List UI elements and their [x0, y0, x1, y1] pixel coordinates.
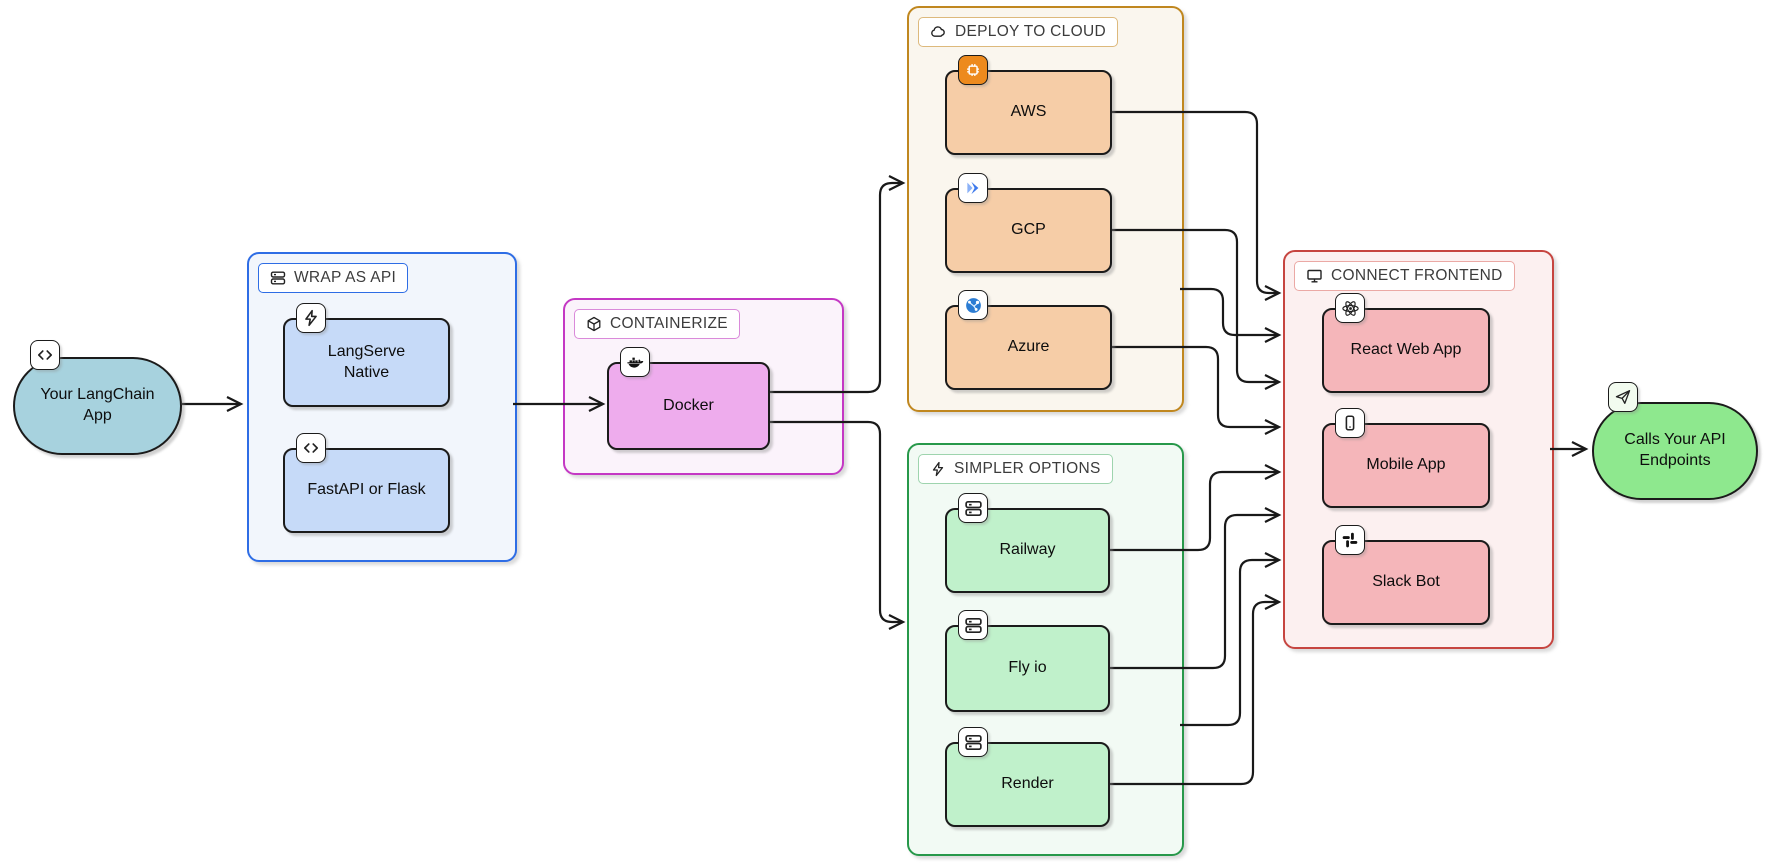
group-connect-frontend-header: CONNECT FRONTEND	[1294, 261, 1515, 291]
slack-icon	[1342, 532, 1358, 548]
server-icon	[270, 271, 286, 285]
node-fastapi-or-flask-label: FastAPI or Flask	[307, 481, 426, 499]
node-calls-your-api-endpoints: Calls Your API Endpoints	[1592, 402, 1758, 500]
node-your-langchain-app: Your LangChain App	[13, 357, 182, 455]
server-icon	[964, 500, 982, 516]
badge-your-langchain-app	[30, 340, 60, 370]
node-your-langchain-app-label: Your LangChain App	[40, 386, 155, 424]
node-fly-io-label: Fly io	[1008, 659, 1047, 677]
node-aws-label: AWS	[1010, 103, 1047, 121]
react-icon	[1341, 300, 1359, 316]
phone-icon	[1345, 415, 1355, 431]
node-azure-label: Azure	[1007, 338, 1050, 356]
group-wrap-as-api-label: WRAP AS API	[294, 269, 397, 286]
aws-icon	[967, 64, 979, 76]
badge-railway	[958, 493, 988, 523]
node-langserve-native-label: LangServe Native	[327, 342, 406, 381]
badge-react-web-app	[1335, 293, 1365, 323]
node-slack-bot-label: Slack Bot	[1372, 573, 1440, 591]
group-containerize-header: CONTAINERIZE	[574, 309, 740, 339]
group-deploy-to-cloud-header: DEPLOY TO CLOUD	[918, 17, 1118, 47]
group-simpler-options-header: SIMPLER OPTIONS	[918, 454, 1113, 484]
node-react-web-app-label: React Web App	[1350, 341, 1462, 359]
cube-icon	[587, 316, 601, 332]
server-icon	[964, 734, 982, 750]
badge-slack-bot	[1335, 525, 1365, 555]
node-gcp-label: GCP	[1011, 221, 1046, 239]
node-mobile-app: Mobile App	[1322, 423, 1490, 508]
group-containerize-label: CONTAINERIZE	[610, 315, 728, 332]
badge-fly-io	[958, 610, 988, 640]
badge-aws	[958, 55, 988, 85]
group-wrap-as-api-header: WRAP AS API	[258, 263, 409, 293]
cloud-icon	[931, 26, 945, 37]
node-fastapi-or-flask: FastAPI or Flask	[283, 448, 450, 533]
gcp-icon	[967, 181, 979, 195]
badge-calls-your-api-endpoints	[1608, 382, 1638, 412]
code-icon	[37, 350, 53, 360]
node-railway: Railway	[945, 508, 1110, 593]
node-calls-your-api-endpoints-label: Calls Your API Endpoints	[1624, 431, 1726, 469]
group-deploy-to-cloud-label: DEPLOY TO CLOUD	[955, 23, 1106, 40]
azure-icon	[965, 297, 981, 313]
send-icon	[1615, 390, 1631, 404]
group-simpler-options-label: SIMPLER OPTIONS	[954, 460, 1101, 477]
badge-render	[958, 727, 988, 757]
badge-fastapi-or-flask	[296, 433, 326, 463]
bolt-icon	[932, 461, 944, 477]
bolt-icon	[305, 309, 317, 327]
server-icon	[964, 617, 982, 633]
docker-icon	[626, 357, 643, 368]
node-railway-label: Railway	[999, 541, 1056, 559]
group-connect-frontend-label: CONNECT FRONTEND	[1331, 267, 1503, 284]
code-icon	[303, 443, 319, 453]
edge-deploygroup-to-connect	[1180, 287, 1282, 343]
node-react-web-app: React Web App	[1322, 308, 1490, 393]
badge-azure	[958, 290, 988, 320]
edge-simplergroup-to-connect	[1180, 552, 1282, 727]
monitor-icon	[1307, 269, 1322, 283]
node-mobile-app-label: Mobile App	[1366, 456, 1446, 474]
badge-docker	[620, 347, 650, 377]
node-docker-label: Docker	[663, 396, 714, 414]
badge-gcp	[958, 173, 988, 203]
node-render-label: Render	[1001, 775, 1054, 793]
badge-langserve-native	[296, 303, 326, 333]
badge-mobile-app	[1335, 408, 1365, 438]
